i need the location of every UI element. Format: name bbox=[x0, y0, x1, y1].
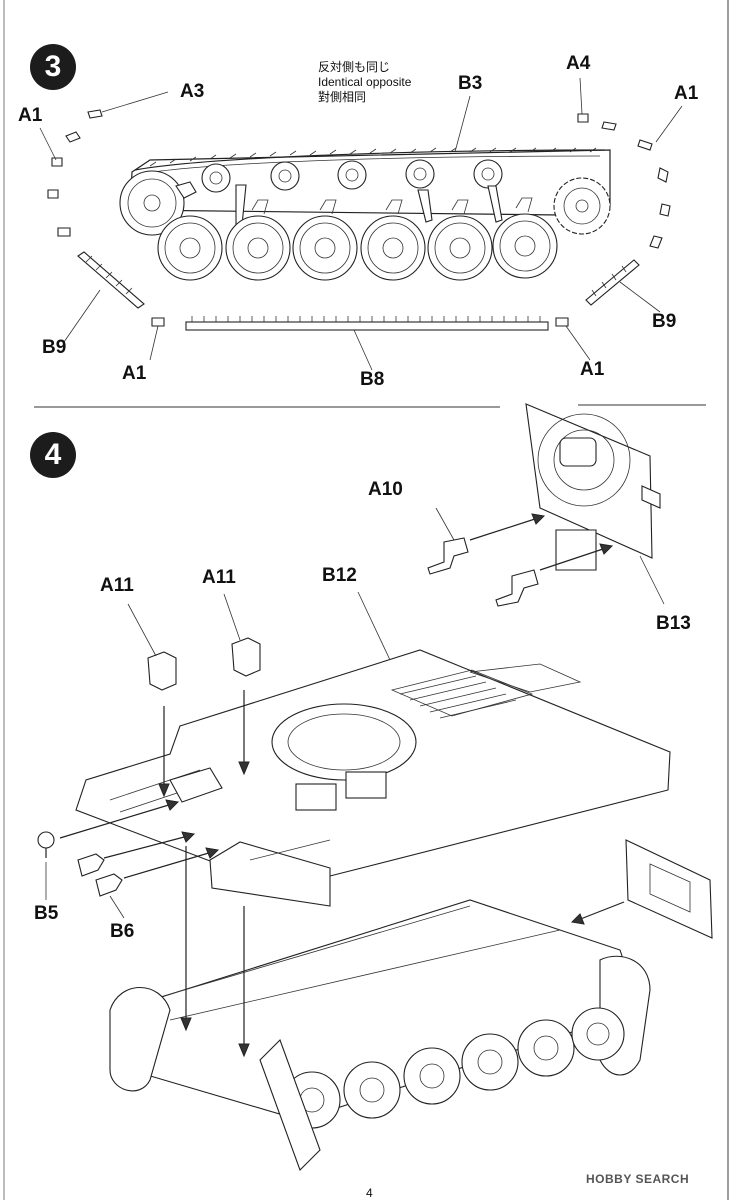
idler-wheel bbox=[119, 170, 185, 236]
watermark: HOBBY SEARCH bbox=[586, 1172, 690, 1186]
part-label-a4: A4 bbox=[566, 53, 591, 74]
part-label-a1-bottom-left: A1 bbox=[122, 363, 147, 384]
shock-absorbers bbox=[175, 181, 503, 226]
step4-leader-lines bbox=[45, 507, 665, 919]
step4-arrows-lower bbox=[180, 846, 250, 1058]
note-english: Identical opposite bbox=[318, 75, 412, 89]
upper-track-links bbox=[149, 147, 597, 167]
loose-track-links-right bbox=[577, 113, 671, 249]
part-label-b9-right: B9 bbox=[652, 311, 677, 332]
engine-deck-grilles bbox=[390, 663, 582, 719]
rear-plate-small bbox=[625, 839, 713, 939]
part-label-b6: B6 bbox=[110, 921, 135, 942]
part-label-b12: B12 bbox=[322, 565, 357, 586]
part-label-a11-left: A11 bbox=[100, 575, 134, 596]
part-label-b9-left: B9 bbox=[42, 337, 67, 358]
part-label-b5: B5 bbox=[34, 903, 59, 924]
part-label-a10: A10 bbox=[368, 479, 403, 500]
step3-leader-lines bbox=[39, 77, 683, 371]
page-border-left bbox=[3, 0, 5, 1200]
page-number: 4 bbox=[366, 1186, 373, 1200]
step-3-badge: 3 bbox=[30, 44, 76, 90]
part-label-a3: A3 bbox=[180, 81, 205, 102]
identical-opposite-note: 反対側も同じ Identical opposite 對側相同 bbox=[318, 60, 411, 105]
step4-arrows-a11 bbox=[158, 690, 250, 798]
upper-hull-b12 bbox=[75, 649, 671, 907]
note-chinese: 對側相同 bbox=[318, 90, 367, 104]
part-label-a11-right: A11 bbox=[202, 567, 236, 588]
return-rollers bbox=[201, 159, 503, 193]
part-label-b8: B8 bbox=[360, 369, 385, 390]
part-label-b13: B13 bbox=[656, 613, 691, 634]
part-label-a1-top-right: A1 bbox=[674, 83, 699, 104]
part-label-a1-bottom-right: A1 bbox=[580, 359, 605, 380]
b9-left-track-segment bbox=[77, 251, 145, 309]
lower-hull-assembly bbox=[109, 899, 651, 1171]
drive-sprocket bbox=[553, 177, 611, 235]
road-wheels bbox=[157, 213, 558, 281]
b5-b6-parts bbox=[37, 831, 123, 897]
a10-clip-parts bbox=[427, 537, 539, 607]
step4-arrows-rear bbox=[469, 513, 614, 571]
note-japanese: 反対側も同じ bbox=[318, 60, 391, 74]
arrow-rear-plate bbox=[577, 901, 625, 921]
part-label-a1-top-left: A1 bbox=[18, 105, 43, 126]
a1-link-bottom-right bbox=[555, 317, 569, 327]
page-border-right bbox=[727, 0, 729, 1200]
step-4-badge: 4 bbox=[30, 432, 76, 478]
step4-arrows-side bbox=[59, 799, 220, 879]
rear-panel-b13 bbox=[525, 403, 661, 571]
a1-link-bottom-left bbox=[151, 317, 165, 327]
a11-parts bbox=[147, 637, 261, 691]
lower-road-wheels bbox=[283, 1007, 625, 1129]
suspension-side-view bbox=[119, 147, 611, 281]
part-label-b3: B3 bbox=[458, 73, 483, 94]
b9-right-track-segment bbox=[585, 259, 640, 306]
b8-bottom-track bbox=[185, 316, 549, 331]
arrow-rear-plate-head bbox=[570, 913, 585, 925]
loose-track-links-left bbox=[47, 109, 103, 237]
